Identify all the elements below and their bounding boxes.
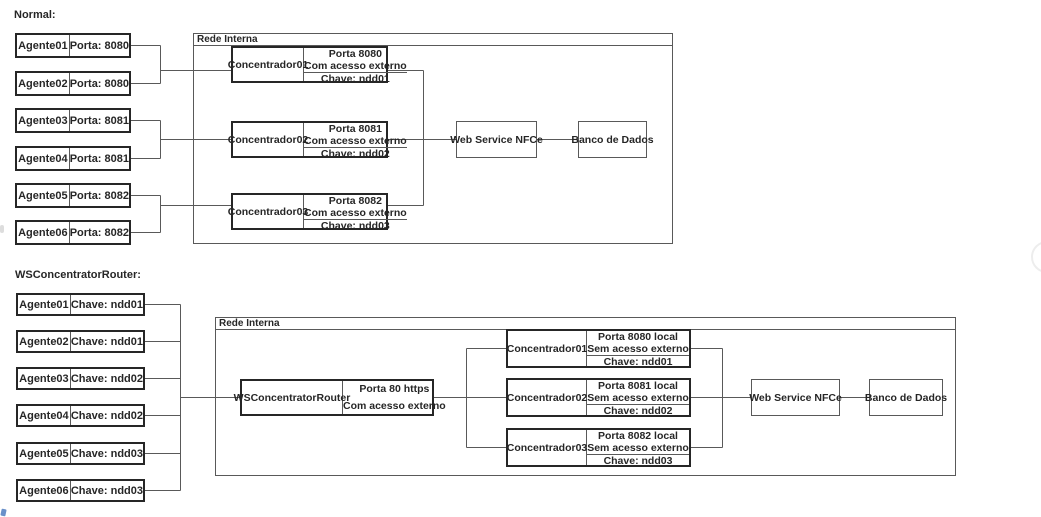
- agent-name: Agente02: [17, 73, 70, 94]
- agent-key: Chave: ndd02: [70, 409, 143, 422]
- agent-box-router-3: Agente03 Chave: ndd02: [16, 367, 145, 390]
- agent-box-normal-6: Agente06 Porta: 8082: [15, 220, 131, 245]
- concentrator-name: Concentrador02: [507, 380, 587, 415]
- concentrator-access: Com acesso externo: [304, 207, 407, 219]
- agent-name: Agente03: [18, 369, 71, 388]
- concentrator-port: Porta 8080 local: [598, 331, 678, 343]
- agent-port: Porta: 8080: [69, 77, 129, 90]
- agent-key: Chave: ndd02: [70, 372, 143, 385]
- gray-mark-artifact: [0, 225, 4, 233]
- agent-name: Agente06: [17, 222, 70, 243]
- agent-key: Chave: ndd01: [70, 335, 143, 348]
- concentrator-name: Concentrador01: [507, 331, 587, 366]
- concentrator-access: Sem acesso externo: [587, 343, 689, 355]
- agent-name: Agente02: [18, 332, 71, 351]
- concentrator-port: Porta 8082 local: [598, 430, 678, 442]
- agent-key: Chave: ndd01: [70, 298, 143, 311]
- rede-interna-region-top: Rede Interna: [193, 33, 673, 244]
- concentrator-name: Concentrador01: [228, 48, 308, 81]
- concentrator-block-3: Concentrador03 Porta 8082 Com acesso ext…: [228, 193, 407, 232]
- agent-name: Agente03: [17, 110, 70, 131]
- database-box-top: Banco de Dados: [571, 121, 654, 158]
- agent-name: Agente01: [18, 295, 71, 314]
- section-router-title: WSConcentratorRouter:: [15, 269, 141, 281]
- database-box-bottom: Banco de Dados: [865, 379, 947, 416]
- agent-key: Chave: ndd03: [70, 447, 143, 460]
- agent-box-normal-5: Agente05 Porta: 8082: [15, 183, 131, 208]
- agent-port: Porta: 8082: [69, 226, 129, 239]
- concentrator-key: Chave: ndd01: [587, 355, 689, 368]
- concentrator-port: Porta 8081 local: [598, 380, 678, 392]
- concentrator-port: Porta 8082: [328, 195, 382, 207]
- router-name: WSConcentratorRouter: [234, 381, 350, 414]
- router-port: Porta 80 https: [359, 383, 430, 396]
- concentrator-block-local-3: Concentrador03 Porta 8082 local Sem aces…: [506, 428, 691, 467]
- agent-port: Porta: 8080: [69, 39, 129, 52]
- agent-box-normal-4: Agente04 Porta: 8081: [15, 146, 131, 171]
- agent-name: Agente05: [18, 444, 71, 463]
- agent-box-router-5: Agente05 Chave: ndd03: [16, 442, 145, 465]
- edge-circle-artifact: [1031, 241, 1041, 273]
- agent-port: Porta: 8082: [69, 189, 129, 202]
- concentrator-block-1: Concentrador01 Porta 8080 Com acesso ext…: [228, 46, 407, 85]
- agent-port: Porta: 8081: [69, 152, 129, 165]
- concentrator-access: Com acesso externo: [304, 60, 407, 72]
- agent-name: Agente01: [17, 35, 70, 56]
- router-access: Com acesso externo: [343, 399, 446, 412]
- concentrator-block-local-1: Concentrador01 Porta 8080 local Sem aces…: [506, 329, 691, 368]
- agent-name: Agente04: [17, 148, 70, 169]
- section-normal-title: Normal:: [14, 9, 56, 21]
- concentrator-block-2: Concentrador02 Porta 8081 Com acesso ext…: [228, 121, 407, 160]
- agent-name: Agente04: [18, 406, 71, 425]
- agent-box-router-4: Agente04 Chave: ndd02: [16, 404, 145, 427]
- agent-port: Porta: 8081: [69, 114, 129, 127]
- concentrator-access: Sem acesso externo: [587, 392, 689, 404]
- agent-box-router-6: Agente06 Chave: ndd03: [16, 479, 145, 502]
- agent-box-router-1: Agente01 Chave: ndd01: [16, 293, 145, 316]
- web-service-box-top: Web Service NFCe: [450, 121, 543, 158]
- agent-key: Chave: ndd03: [70, 484, 143, 497]
- concentrator-block-local-2: Concentrador02 Porta 8081 local Sem aces…: [506, 378, 691, 417]
- agent-box-normal-1: Agente01 Porta: 8080: [15, 33, 131, 58]
- agent-box-normal-2: Agente02 Porta: 8080: [15, 71, 131, 96]
- rede-interna-label-top: Rede Interna: [194, 34, 672, 46]
- ws-concentrator-router-block: WSConcentratorRouter Porta 80 https Com …: [234, 379, 446, 416]
- concentrator-port: Porta 8080: [328, 48, 382, 60]
- concentrator-key: Chave: ndd03: [304, 219, 407, 232]
- concentrator-key: Chave: ndd03: [587, 454, 689, 467]
- agent-name: Agente05: [17, 185, 70, 206]
- web-service-box-bottom: Web Service NFCe: [749, 379, 842, 416]
- concentrator-key: Chave: ndd02: [587, 404, 689, 417]
- agent-box-normal-3: Agente03 Porta: 8081: [15, 108, 131, 133]
- concentrator-access: Sem acesso externo: [587, 442, 689, 454]
- concentrator-name: Concentrador03: [507, 430, 587, 465]
- blue-dash-artifact: [0, 508, 7, 517]
- concentrator-name: Concentrador03: [228, 195, 308, 228]
- agent-box-router-2: Agente02 Chave: ndd01: [16, 330, 145, 353]
- concentrator-access: Com acesso externo: [304, 135, 407, 147]
- concentrator-port: Porta 8081: [328, 123, 382, 135]
- concentrator-name: Concentrador02: [228, 123, 308, 156]
- concentrator-key: Chave: ndd01: [304, 72, 407, 85]
- agent-name: Agente06: [18, 481, 71, 500]
- concentrator-key: Chave: ndd02: [304, 147, 407, 160]
